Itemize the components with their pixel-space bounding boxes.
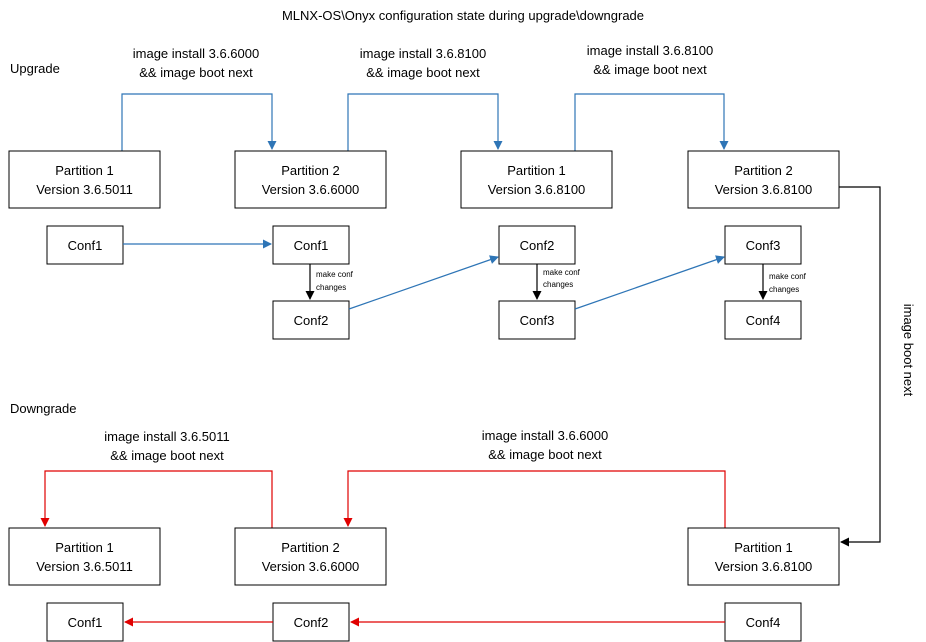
svg-text:Conf3: Conf3 xyxy=(746,238,781,253)
upgrade-conf-3: Conf2 xyxy=(272,300,350,340)
svg-text:changes: changes xyxy=(543,280,573,289)
downgrade-arrow-2 xyxy=(343,470,726,528)
svg-text:Partition 1: Partition 1 xyxy=(55,540,114,555)
svg-text:Conf3: Conf3 xyxy=(520,313,555,328)
svg-text:&& image boot next: && image boot next xyxy=(366,65,480,80)
upgrade-arrow-1 xyxy=(121,93,277,151)
svg-text:Version 3.6.8100: Version 3.6.8100 xyxy=(488,182,586,197)
make-changes-label-2: make conf changes xyxy=(543,268,581,289)
svg-text:image install 3.6.6000: image install 3.6.6000 xyxy=(133,46,259,61)
svg-text:changes: changes xyxy=(316,283,346,292)
svg-text:image install 3.6.8100: image install 3.6.8100 xyxy=(587,43,713,58)
svg-text:image install 3.6.6000: image install 3.6.6000 xyxy=(482,428,608,443)
downgrade-partition-2: Partition 2 Version 3.6.6000 xyxy=(234,527,387,586)
upgrade-conf-5: Conf3 xyxy=(498,300,576,340)
upgrade-partition-4: Partition 2 Version 3.6.8100 xyxy=(687,150,840,209)
svg-text:&& image boot next: && image boot next xyxy=(110,448,224,463)
svg-text:Conf2: Conf2 xyxy=(520,238,555,253)
upgrade-command-1: image install 3.6.6000 && image boot nex… xyxy=(133,46,259,80)
svg-text:Partition 2: Partition 2 xyxy=(734,163,793,178)
svg-text:&& image boot next: && image boot next xyxy=(488,447,602,462)
upgrade-arrow-2 xyxy=(347,93,503,151)
upgrade-conf-7: Conf4 xyxy=(724,300,802,340)
downgrade-conf-3: Conf4 xyxy=(724,602,802,642)
downgrade-conf-1: Conf1 xyxy=(46,602,124,642)
svg-text:Conf4: Conf4 xyxy=(746,615,781,630)
svg-text:Partition 2: Partition 2 xyxy=(281,163,340,178)
svg-text:Partition 1: Partition 1 xyxy=(734,540,793,555)
svg-text:Conf2: Conf2 xyxy=(294,615,329,630)
svg-text:Partition 2: Partition 2 xyxy=(281,540,340,555)
make-changes-label-1: make conf changes xyxy=(316,270,354,292)
svg-text:Version 3.6.6000: Version 3.6.6000 xyxy=(262,559,360,574)
svg-text:changes: changes xyxy=(769,285,799,294)
boot-next-label: image boot next xyxy=(901,304,916,397)
make-changes-label-3: make conf changes xyxy=(769,272,807,294)
svg-text:Version 3.6.8100: Version 3.6.8100 xyxy=(715,559,813,574)
svg-text:make conf: make conf xyxy=(543,268,581,277)
conf-carry-arrow-3 xyxy=(574,255,725,310)
svg-text:Conf1: Conf1 xyxy=(68,615,103,630)
svg-text:Conf1: Conf1 xyxy=(68,238,103,253)
svg-text:image install 3.6.8100: image install 3.6.8100 xyxy=(360,46,486,61)
downgrade-command-1: image install 3.6.5011 && image boot nex… xyxy=(104,429,230,463)
downgrade-command-2: image install 3.6.6000 && image boot nex… xyxy=(482,428,608,462)
upgrade-partition-1: Partition 1 Version 3.6.5011 xyxy=(8,150,161,209)
downgrade-arrow-1 xyxy=(40,470,273,528)
svg-text:make conf: make conf xyxy=(316,270,354,279)
svg-text:image install 3.6.5011: image install 3.6.5011 xyxy=(104,429,230,444)
boot-next-connector xyxy=(839,186,881,547)
svg-text:Partition 1: Partition 1 xyxy=(55,163,114,178)
svg-text:Version 3.6.6000: Version 3.6.6000 xyxy=(262,182,360,197)
conf-carry-arrow-2 xyxy=(348,255,499,310)
upgrade-partition-3: Partition 1 Version 3.6.8100 xyxy=(460,150,613,209)
downgrade-conf-2: Conf2 xyxy=(272,602,350,642)
svg-text:Conf2: Conf2 xyxy=(294,313,329,328)
upgrade-command-3: image install 3.6.8100 && image boot nex… xyxy=(587,43,713,77)
upgrade-label: Upgrade xyxy=(10,61,60,76)
upgrade-conf-4: Conf2 xyxy=(498,225,576,265)
upgrade-partition-2: Partition 2 Version 3.6.6000 xyxy=(234,150,387,209)
downgrade-partition-3: Partition 1 Version 3.6.8100 xyxy=(687,527,840,586)
upgrade-conf-2: Conf1 xyxy=(272,225,350,265)
svg-text:make conf: make conf xyxy=(769,272,807,281)
diagram-title: MLNX-OS\Onyx configuration state during … xyxy=(282,8,644,23)
svg-text:Version 3.6.5011: Version 3.6.5011 xyxy=(36,182,133,197)
downgrade-partition-1: Partition 1 Version 3.6.5011 xyxy=(8,527,161,586)
svg-text:Version 3.6.8100: Version 3.6.8100 xyxy=(715,182,813,197)
svg-text:&& image boot next: && image boot next xyxy=(139,65,253,80)
svg-text:Conf1: Conf1 xyxy=(294,238,329,253)
upgrade-arrow-3 xyxy=(574,93,729,151)
svg-text:Conf4: Conf4 xyxy=(746,313,781,328)
upgrade-conf-6: Conf3 xyxy=(724,225,802,265)
downgrade-label: Downgrade xyxy=(10,401,77,416)
upgrade-conf-1: Conf1 xyxy=(46,225,124,265)
svg-text:Partition 1: Partition 1 xyxy=(507,163,566,178)
upgrade-command-2: image install 3.6.8100 && image boot nex… xyxy=(360,46,486,80)
svg-text:Version 3.6.5011: Version 3.6.5011 xyxy=(36,559,133,574)
svg-text:&& image boot next: && image boot next xyxy=(593,62,707,77)
